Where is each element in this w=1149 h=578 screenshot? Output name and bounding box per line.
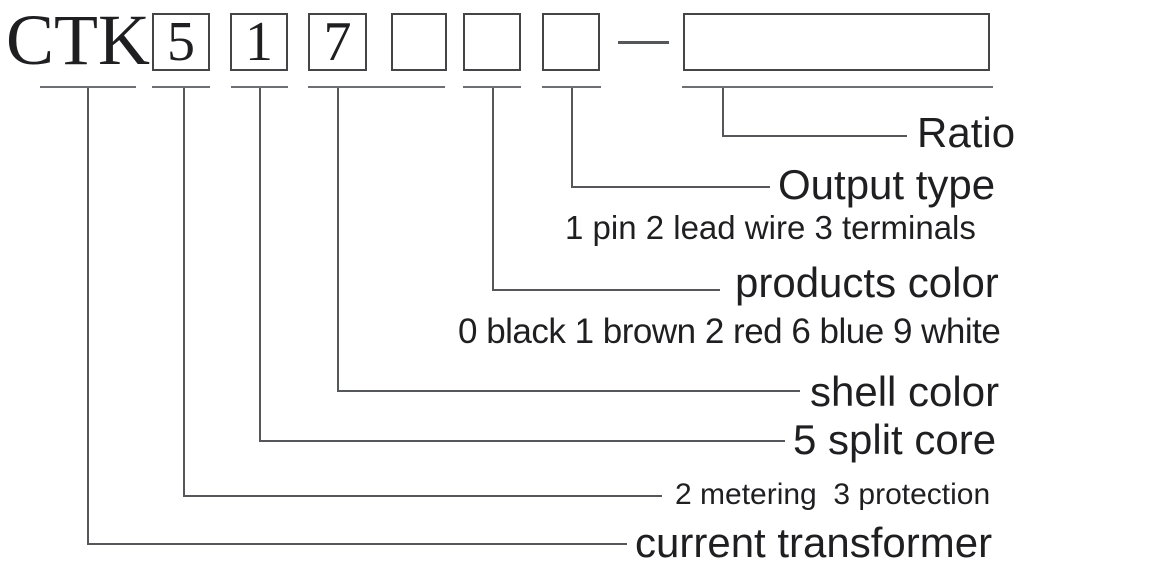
digit-box-2: 1 — [230, 13, 288, 71]
underline-digit-5 — [463, 86, 521, 88]
connector-output-type — [571, 88, 770, 188]
label-split-core: 5 split core — [793, 416, 997, 463]
digit-box-1: 5 — [152, 13, 210, 71]
dash-separator — [618, 41, 669, 44]
label-current-transformer: current transformer — [635, 519, 993, 566]
digit-1: 5 — [167, 11, 195, 73]
connector-product — [87, 88, 627, 545]
connector-split-core — [259, 88, 785, 442]
label-ratio: Ratio — [917, 109, 1016, 156]
digit-box-3: 7 — [308, 13, 367, 71]
underline-digit-6 — [542, 86, 601, 88]
label-products-color-options: 0 black 1 brown 2 red 6 blue 9 white — [458, 312, 1001, 351]
connector-shell-color — [337, 88, 800, 392]
ratio-value-box — [683, 13, 990, 71]
label-output-type-options: 1 pin 2 lead wire 3 terminals — [565, 209, 976, 246]
label-output-type: Output type — [778, 161, 996, 208]
underline-ratio-box — [682, 86, 993, 88]
underline-digit-1 — [152, 86, 210, 88]
digit-box-4 — [391, 13, 447, 71]
underline-digit-3-4 — [308, 86, 445, 88]
connector-ratio — [722, 88, 907, 137]
label-products-color: products color — [735, 259, 999, 306]
label-function-options: 2 metering 3 protection — [675, 478, 991, 511]
digit-box-5 — [463, 13, 521, 71]
label-shell-color: shell color — [810, 368, 1000, 415]
part-number-prefix: CTK — [6, 0, 150, 80]
digit-3: 7 — [323, 11, 352, 73]
underline-prefix — [40, 86, 136, 88]
connector-function — [183, 88, 662, 497]
digit-2: 1 — [245, 11, 273, 73]
underline-digit-2 — [231, 86, 288, 88]
connector-products-color — [492, 88, 720, 291]
digit-box-6 — [542, 13, 600, 71]
